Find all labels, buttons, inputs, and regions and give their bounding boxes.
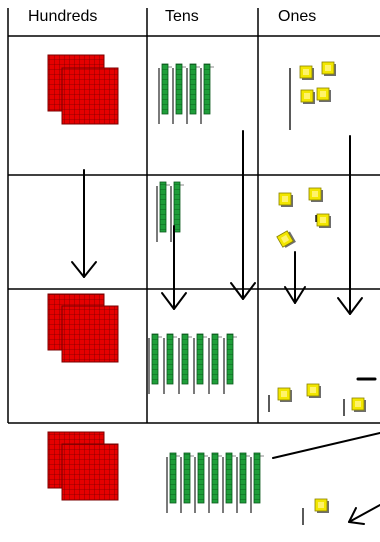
ten-rod [181, 453, 194, 513]
one-cube [322, 62, 336, 76]
ten-rod [164, 334, 177, 394]
ten-rod [171, 182, 184, 242]
tens-carry-line [273, 433, 380, 458]
one-cube [309, 188, 323, 202]
one-cube [279, 193, 293, 207]
one-cube [301, 90, 315, 104]
hundreds-down-arrow [72, 170, 96, 277]
ten-rod [149, 334, 162, 394]
ten-rod [223, 453, 236, 513]
ten-rod [187, 64, 200, 124]
ten-rod [251, 453, 264, 513]
ten-rod [179, 334, 192, 394]
ones-regroup-arrow [349, 505, 380, 524]
ten-rod [167, 453, 180, 513]
hundred-flat [62, 68, 118, 124]
ten-rod [209, 334, 222, 394]
ten-rod [173, 64, 186, 124]
tens-down-arrow-1 [162, 226, 186, 309]
hundred-flat [62, 444, 118, 500]
ten-rod [224, 334, 237, 394]
one-cube [315, 499, 329, 513]
ten-rod [159, 64, 172, 124]
ones-down-arrow-1 [285, 252, 305, 303]
ten-rod [201, 64, 214, 124]
one-cube [307, 384, 321, 398]
one-cube [278, 388, 292, 402]
ten-rod [195, 453, 208, 513]
ones-down-arrow-2 [338, 136, 362, 314]
one-cube [317, 214, 331, 228]
ten-rod [209, 453, 222, 513]
hundred-flat [62, 306, 118, 362]
ten-rod [157, 182, 170, 242]
tens-down-arrow-2 [231, 131, 255, 299]
one-cube [317, 88, 331, 102]
one-cube [300, 66, 314, 80]
one-cube [352, 398, 366, 412]
ten-rod [237, 453, 250, 513]
ten-rod [194, 334, 207, 394]
one-cube [277, 230, 296, 249]
